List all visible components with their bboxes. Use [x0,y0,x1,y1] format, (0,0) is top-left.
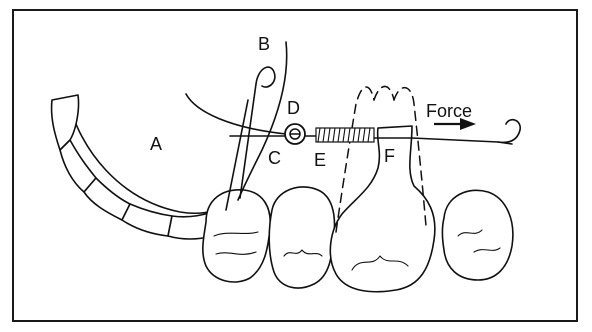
distal-molar-tooth [443,190,513,280]
retention-wire-b [238,42,287,200]
label-b: B [258,34,270,54]
label-c: C [268,148,281,168]
molar-tooth [269,187,334,288]
label-e: E [314,150,326,170]
incisor-tooth [52,95,79,150]
pull-wire [412,138,512,144]
target-molar-tooth [330,126,435,292]
label-d: D [287,98,300,118]
label-a: A [150,134,162,154]
label-force: Force [426,101,472,121]
label-f: F [384,146,395,166]
clasped-tooth [203,190,270,282]
traction-hook [498,120,520,143]
tooth-dashed-outline [374,87,394,101]
canine-tooth [84,178,130,220]
